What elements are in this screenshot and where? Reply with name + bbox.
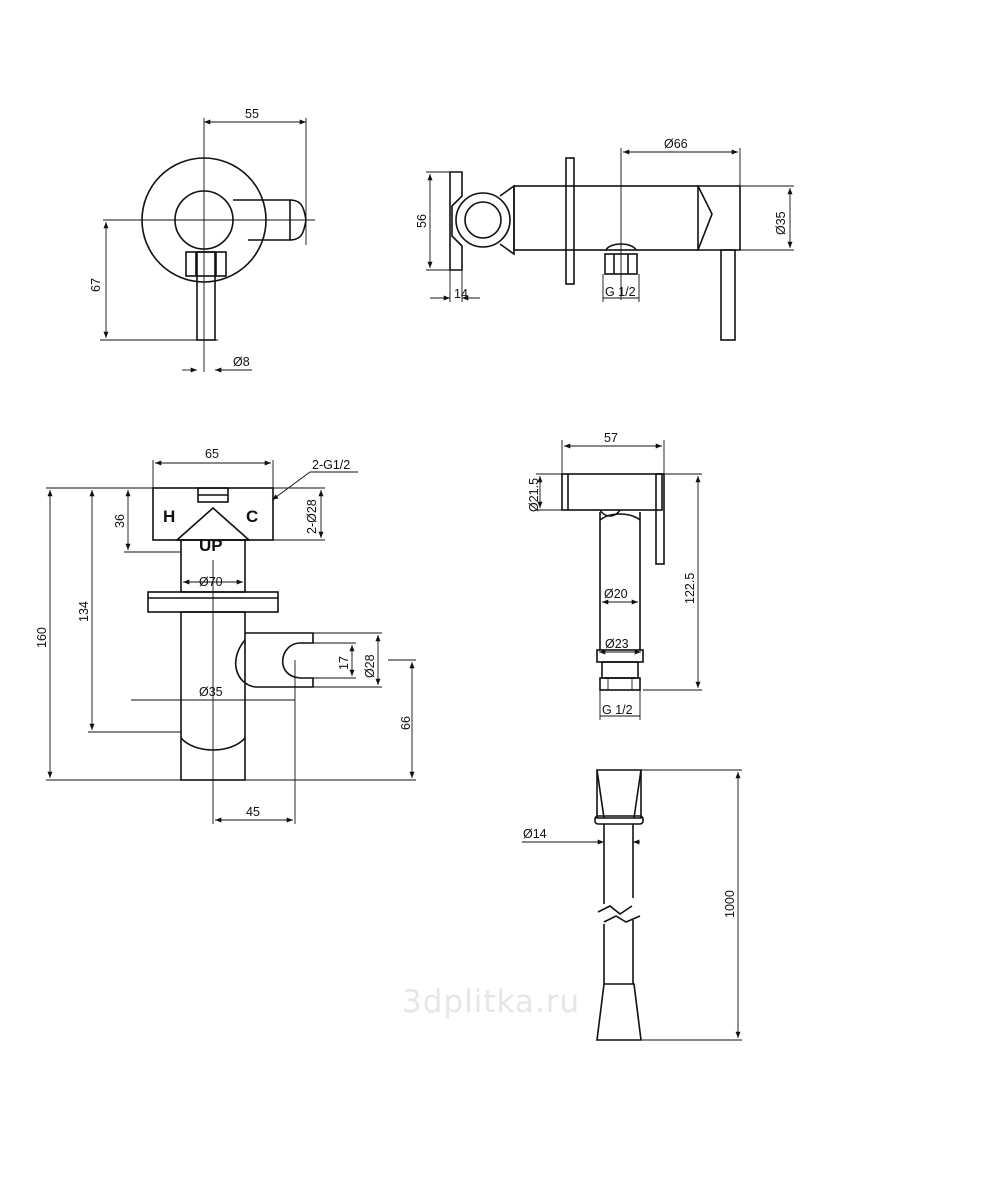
dim-depth-label: 14 [454,287,468,301]
mount-view: H C UP Ø35 65 2-G1/2 2-Ø28 36 Ø70 160 [35,447,416,824]
dim-length-label: 1000 [723,890,737,918]
dim-body-dia-label: Ø35 [199,685,223,699]
dim-base-dia-label: Ø23 [605,637,629,651]
hot-mark: H [163,507,175,526]
dim-inlet-dia-label: 2-Ø28 [305,499,319,534]
side-view: 56 14 Ø66 G 1/2 Ø35 [415,137,794,341]
dim-height-label: 56 [415,214,429,228]
hose-view: 1000 Ø14 [522,769,742,1041]
dim-holder-height-label: 66 [399,716,413,730]
dim-holder-gap-label: 17 [337,656,351,670]
dim-width-label: 55 [245,107,259,121]
dim-hose-dia-label: Ø14 [523,827,547,841]
dim-mid-height-label: 134 [77,601,91,622]
dim-width-label: 65 [205,447,219,461]
watermark: 3dplitka.ru [402,984,580,1020]
dim-handle-dia-label: Ø35 [774,211,788,235]
dim-top-height-label: 36 [113,514,127,528]
dim-body-dia-label: Ø66 [664,137,688,151]
dim-flange-dia-label: Ø70 [199,575,223,589]
front-view: 55 67 Ø8 [89,107,315,373]
up-mark: UP [199,536,223,555]
dim-inlets-label: 2-G1/2 [312,458,350,472]
dim-head-dia-label: Ø21.5 [527,478,541,512]
dim-total-height-label: 160 [35,627,49,648]
dim-offset-label: 45 [246,805,260,819]
dim-height-label: 67 [89,278,103,292]
dim-lever-dia-label: Ø8 [233,355,250,369]
dim-head-width-label: 57 [604,431,618,445]
dim-thread-label: G 1/2 [602,703,633,717]
cold-mark: C [246,507,258,526]
dim-handle-dia-label: Ø20 [604,587,628,601]
dim-thread-label: G 1/2 [605,285,636,299]
dim-holder-dia-label: Ø28 [363,654,377,678]
shower-view: 57 Ø21.5 122.5 Ø20 Ø23 G 1/2 [527,431,702,720]
dim-length-label: 122.5 [683,573,697,604]
